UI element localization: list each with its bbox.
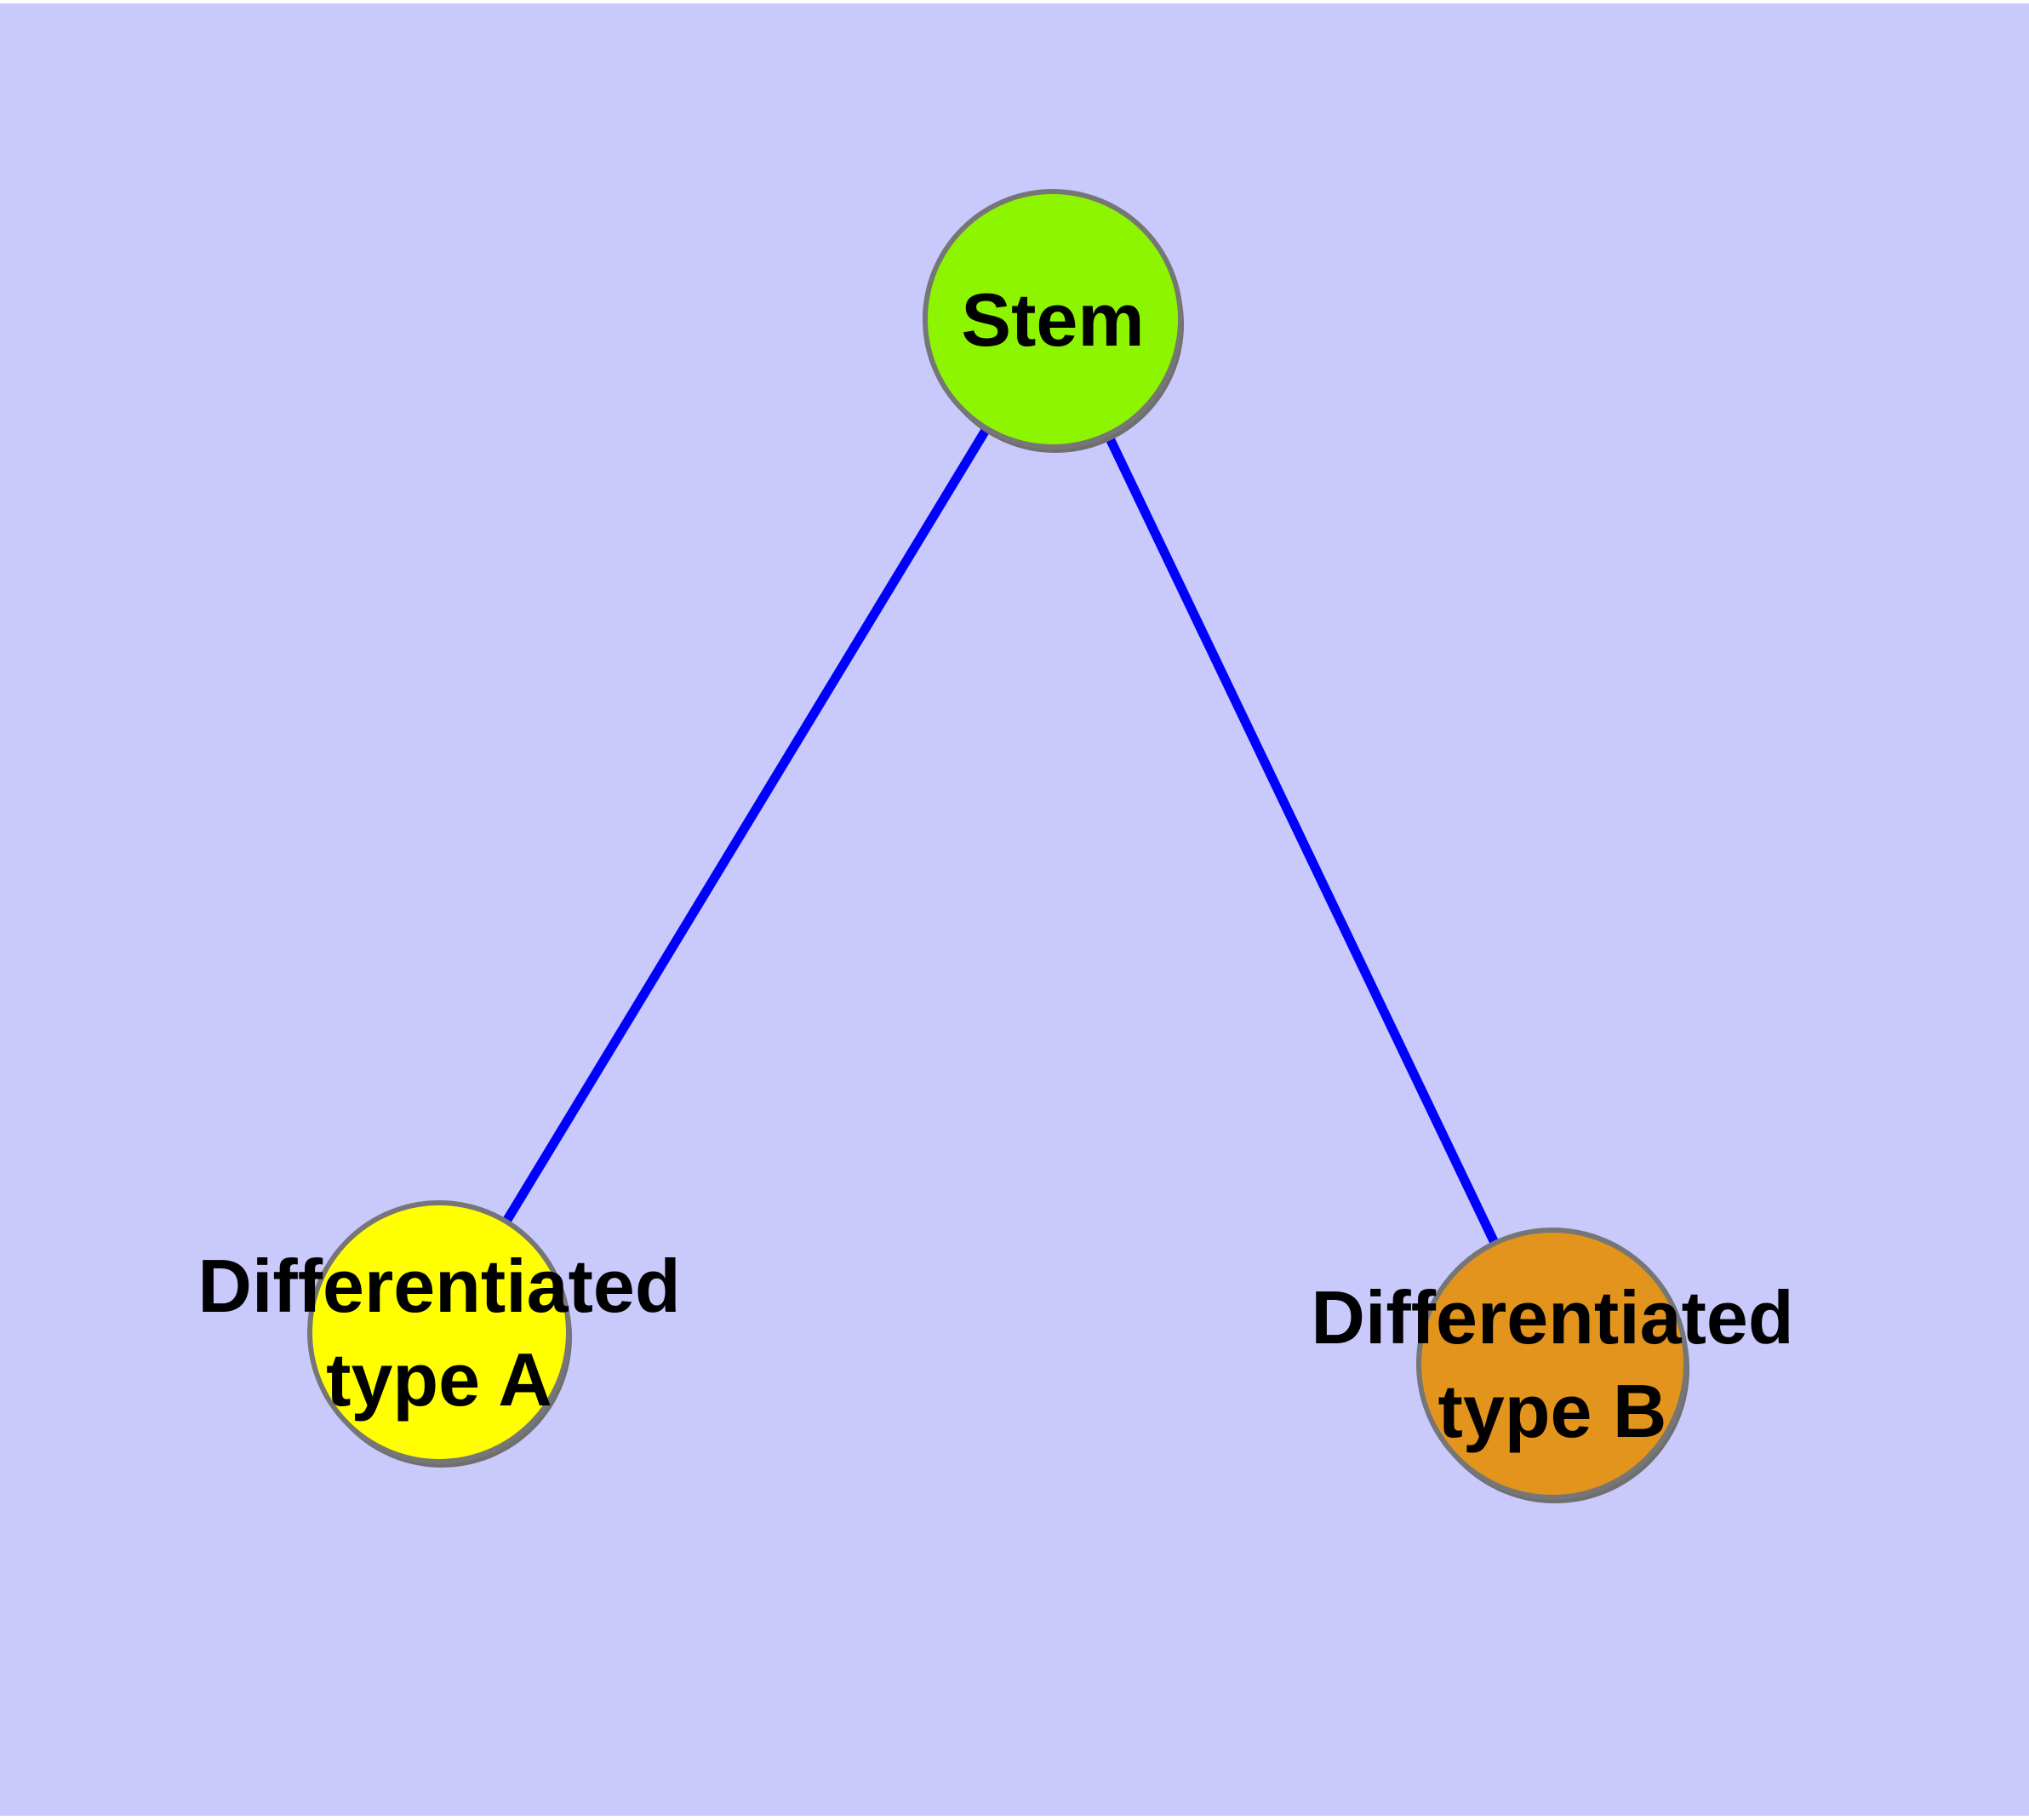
edge-stem-typeA xyxy=(435,317,1057,1335)
node-stem xyxy=(923,189,1183,449)
node-typeA xyxy=(307,1200,571,1464)
node-layer xyxy=(307,189,1689,1503)
node-typeB xyxy=(1416,1228,1689,1500)
edge-stem-typeB xyxy=(1049,317,1557,1366)
node-label-stem: Stem xyxy=(961,278,1144,362)
edge-layer xyxy=(435,317,1557,1366)
